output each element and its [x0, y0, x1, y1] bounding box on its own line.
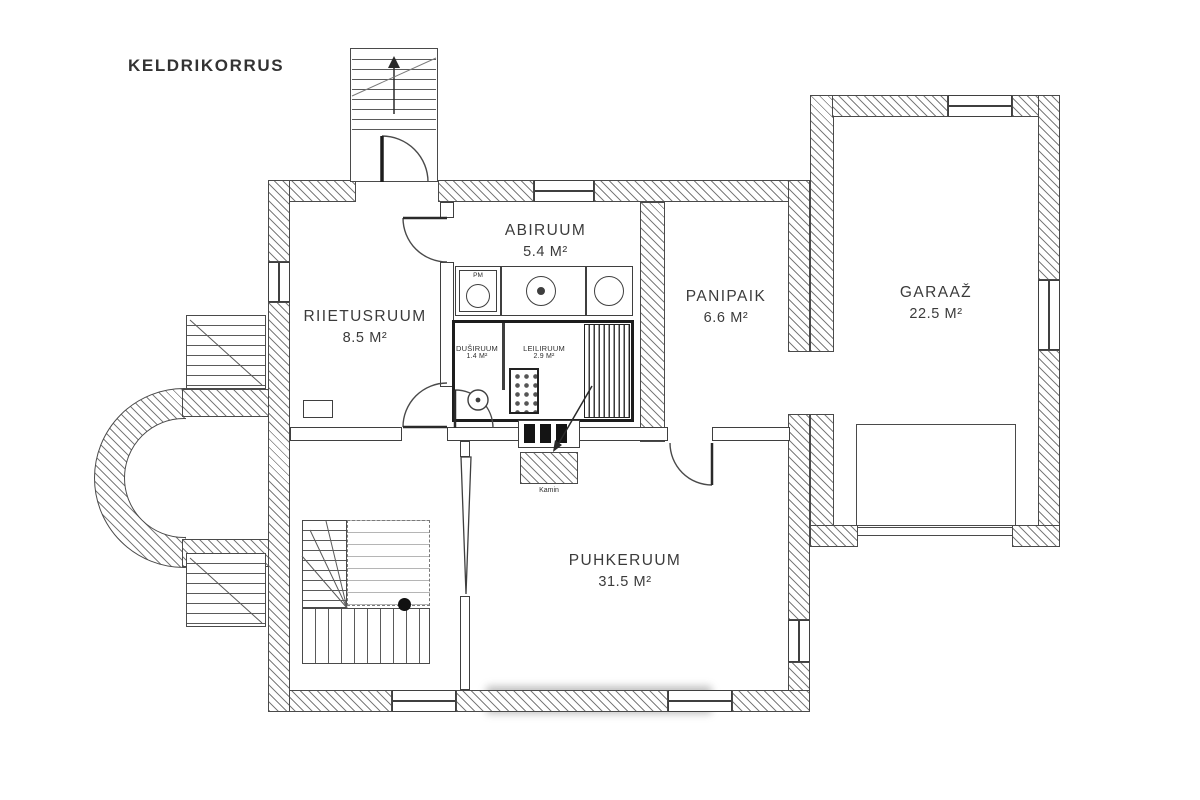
iwall-stairhall-bottom	[460, 596, 470, 690]
washing-machine-drum-icon	[466, 284, 490, 308]
exterior-stairs-bottom	[186, 553, 266, 627]
wall-top-right	[594, 180, 812, 202]
fireplace-flue-1	[524, 424, 535, 443]
dusiruum-label: DUŠIRUUM 1.4 M²	[450, 344, 504, 362]
room-label-puhkeruum: PUHKERUUM 31.5 M²	[535, 552, 715, 590]
window-bottom-left	[392, 690, 456, 712]
wall-left-1	[268, 180, 290, 262]
riietusruum-bottom-door-arc	[402, 382, 448, 428]
sink-basin-dot-icon	[537, 287, 545, 295]
riietusruum-top-door-arc	[402, 217, 448, 263]
counter-divider-2	[585, 267, 587, 315]
window-bottom-right	[668, 690, 732, 712]
wall-bottom-3	[732, 690, 810, 712]
iwall-horizontal-1	[290, 427, 402, 441]
wall-top-mid	[438, 180, 534, 202]
iwall-horizontal-3	[712, 427, 790, 441]
leiliruum-label: LEILIRUUM 2.9 M²	[506, 344, 582, 362]
fireplace-label: Kamin	[539, 487, 559, 494]
sink-basin-icon	[526, 276, 556, 306]
wall-right-2	[788, 414, 810, 620]
window-top	[534, 180, 594, 202]
room-label-riietusruum: RIIETUSRUUM 8.5 M²	[285, 308, 445, 346]
washing-machine-label: PM	[473, 272, 483, 279]
leiliruum-area: 2.9 M²	[533, 353, 555, 361]
iwall-stairhall-top-stub	[460, 441, 470, 457]
counter-divider-1	[500, 267, 502, 315]
room-label-panipaik: PANIPAIK 6.6 M²	[652, 288, 800, 326]
fireplace-flue-2	[540, 424, 551, 443]
entry-stair-treads	[352, 50, 436, 136]
sauna-divider	[502, 323, 505, 390]
sauna-stove	[509, 368, 539, 414]
window-garage-right	[1038, 280, 1060, 350]
radiator	[303, 400, 333, 418]
window-right	[788, 620, 810, 662]
panipaik-door-arc	[669, 442, 713, 486]
wall-garage-left-upper	[810, 95, 834, 352]
wall-garage-left-lower	[810, 414, 834, 547]
wall-bottom-2	[456, 690, 668, 712]
room-label-garaaz: GARAAŽ 22.5 M²	[848, 284, 1024, 322]
garage-car-pad	[856, 424, 1016, 526]
garage-door	[858, 527, 1012, 536]
panipaik-area: 6.6 M²	[703, 310, 749, 326]
puhkeruum-name: PUHKERUUM	[568, 552, 682, 569]
window-left	[268, 262, 290, 302]
wall-garage-right-1	[1038, 95, 1060, 280]
window-garage-top	[948, 95, 1012, 117]
dusiruum-name: DUŠIRUUM	[455, 344, 498, 353]
fireplace-flue-3	[556, 424, 567, 443]
stair-lower-flight	[302, 608, 430, 664]
wall-garage-right-2	[1038, 350, 1060, 547]
exterior-stairs-top	[186, 315, 266, 389]
leiliruum-name: LEILIRUUM	[523, 344, 565, 353]
panipaik-name: PANIPAIK	[685, 288, 767, 305]
stair-upper-flight-dashed	[347, 520, 430, 606]
garaaz-area: 22.5 M²	[909, 306, 963, 322]
garaaz-name: GARAAŽ	[899, 284, 973, 301]
wall-garage-bottom-left-stub	[810, 525, 858, 547]
stair-winder-column	[302, 520, 347, 608]
wall-garage-top-1	[832, 95, 948, 117]
wall-bottom-1	[268, 690, 392, 712]
sauna-bench	[584, 324, 630, 418]
stairhall-door-leaf	[460, 456, 472, 595]
iwall-riietusruum-top-stub	[440, 202, 454, 218]
wall-left-2	[268, 302, 290, 712]
dusiruum-area: 1.4 M²	[466, 353, 488, 361]
wall-right-1	[788, 180, 810, 352]
riietusruum-area: 8.5 M²	[342, 330, 388, 346]
fireplace-body	[520, 452, 578, 484]
wall-top-left	[268, 180, 356, 202]
abiruum-area: 5.4 M²	[523, 244, 568, 260]
room-label-abiruum: ABIRUUM 5.4 M²	[468, 222, 623, 260]
arc-band-top	[182, 389, 270, 417]
wall-panipaik-left	[640, 202, 665, 442]
puhkeruum-area: 31.5 M²	[598, 574, 652, 590]
plan-title: KELDRIKORRUS	[128, 56, 285, 75]
round-basin-icon	[594, 276, 624, 306]
abiruum-name: ABIRUUM	[504, 222, 587, 239]
riietusruum-name: RIIETUSRUUM	[303, 308, 427, 325]
stair-newel-post	[398, 598, 411, 611]
wall-garage-bottom-right-stub	[1012, 525, 1060, 547]
washing-machine	[459, 270, 497, 312]
